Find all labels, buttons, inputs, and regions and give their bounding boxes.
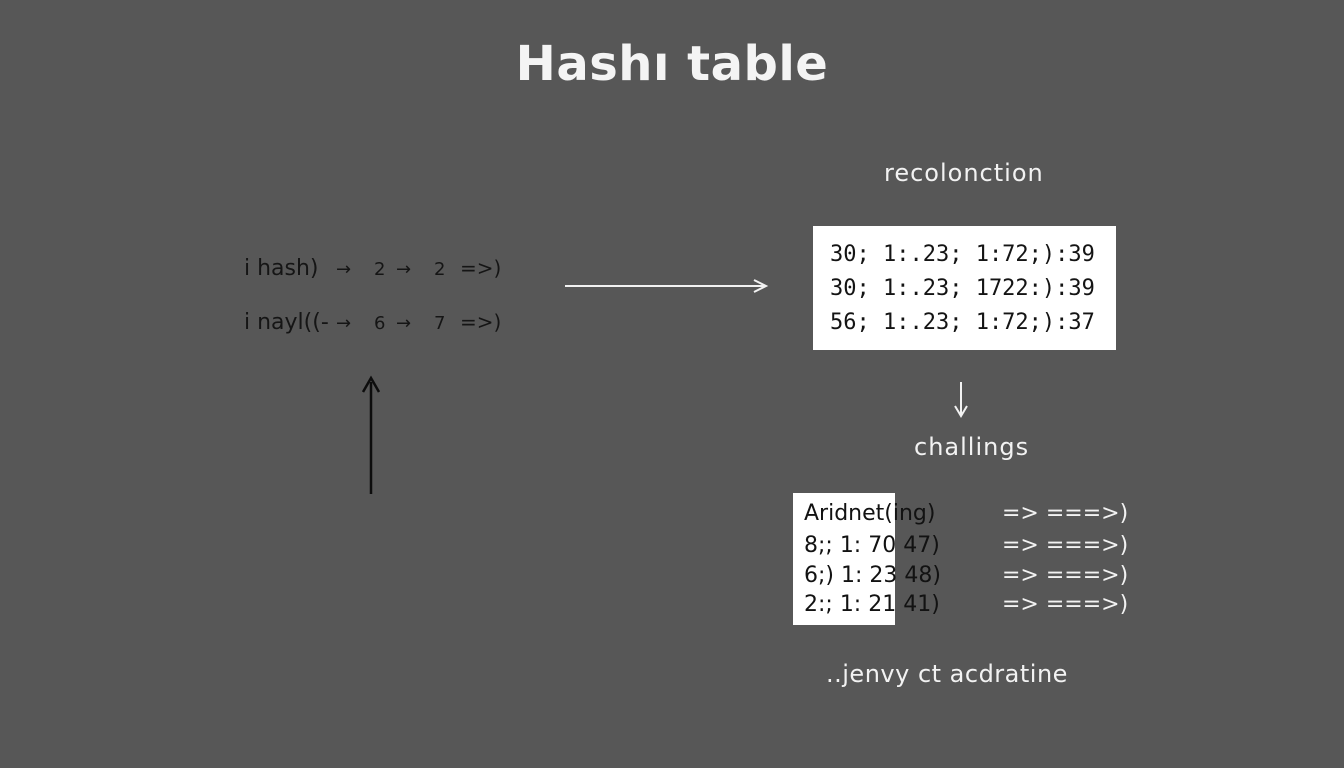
challings-label: challings (914, 433, 1030, 461)
table-row: 30; 1:.23; 1722:):39 (830, 276, 1095, 301)
chain-key: i hash) (244, 256, 319, 281)
recolonction-label: recolonction (884, 159, 1044, 187)
table-row: 56; 1:.23; 1:72;):37 (830, 310, 1095, 335)
challings-right: => ===>) (1002, 501, 1129, 526)
page-title: Hashı table (515, 36, 829, 92)
chain-value: 6 (374, 313, 386, 334)
challings-left: 2:; 1: 21 41) (804, 592, 940, 617)
table-row: 30; 1:.23; 1:72;):39 (830, 242, 1095, 267)
chain-value: 2 (374, 259, 386, 280)
list-item: Aridnet(ing) => ===>) (804, 499, 1128, 529)
challings-right: => ===>) (1002, 533, 1129, 558)
hash-chain-row-2: i nayl((- → 6 → 7 =>) (244, 307, 501, 337)
challings-left: 6;) 1: 23 48) (804, 563, 941, 588)
arrow-right-icon: → (336, 313, 352, 334)
footer-caption: ..jenvy ct acdratine (826, 660, 1068, 688)
challings-right: => ===>) (1002, 592, 1129, 617)
right-arrow-icon (565, 279, 769, 293)
up-arrow-icon (361, 375, 381, 494)
arrow-right-icon: → (396, 259, 412, 280)
challings-left: 8;; 1: 70 47) (804, 533, 940, 558)
chain-end: =>) (460, 256, 502, 280)
arrow-right-icon: → (396, 313, 412, 334)
chain-end: =>) (460, 310, 502, 334)
chain-value: 2 (434, 259, 446, 280)
recolonction-table: 30; 1:.23; 1:72;):39 30; 1:.23; 1722:):3… (813, 226, 1116, 350)
challings-highlight-box (793, 493, 895, 625)
list-item: 6;) 1: 23 48) => ===>) (804, 561, 1128, 591)
down-arrow-icon (954, 382, 968, 418)
hash-chain-row-1: i hash) → 2 → 2 =>) (244, 253, 501, 283)
list-item: 2:; 1: 21 41) => ===>) (804, 590, 1128, 620)
challings-right: => ===>) (1002, 563, 1129, 588)
chain-key: i nayl((- (244, 310, 329, 335)
challings-left: Aridnet(ing) (804, 501, 936, 526)
chain-value: 7 (434, 313, 446, 334)
arrow-right-icon: → (336, 259, 352, 280)
list-item: 8;; 1: 70 47) => ===>) (804, 531, 1128, 561)
